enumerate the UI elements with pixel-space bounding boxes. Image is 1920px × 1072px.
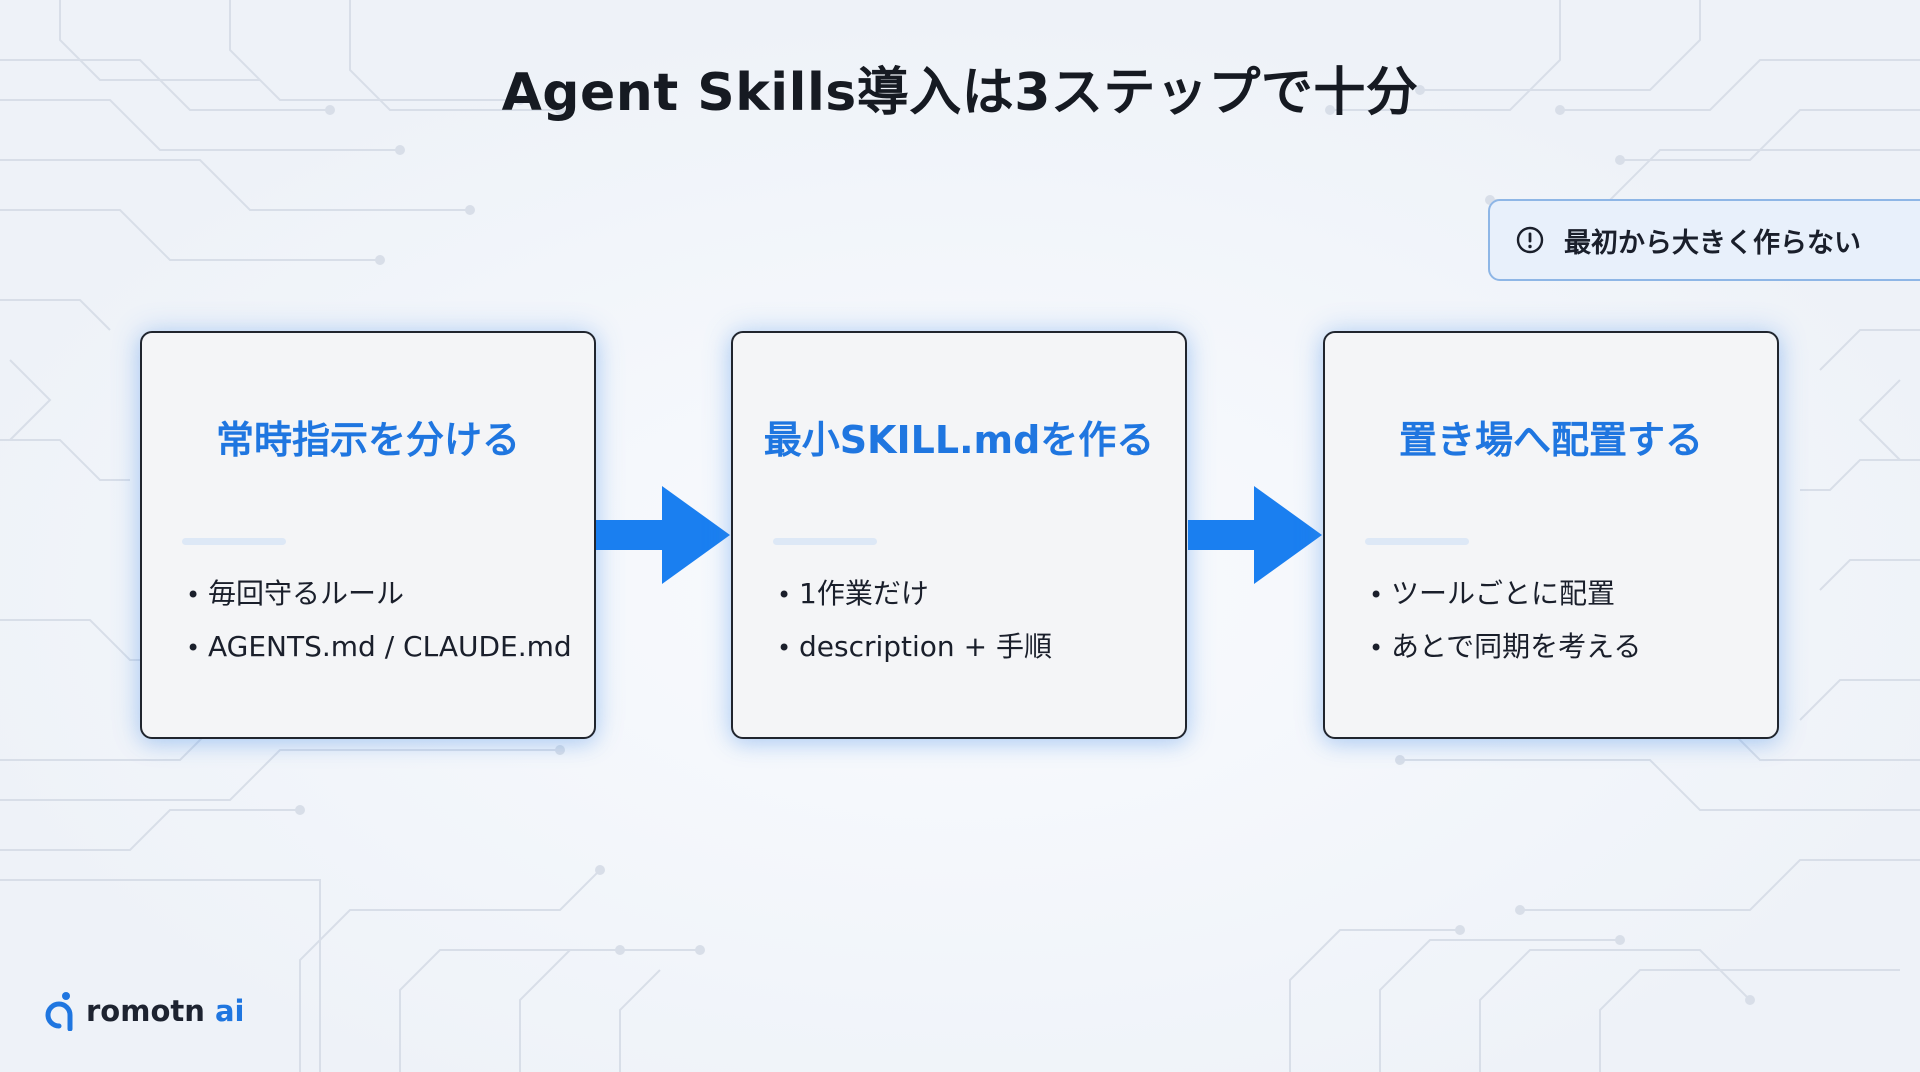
step-card-1: 常時指示を分ける 毎回守るルール AGENTS.md / CLAUDE.md bbox=[140, 331, 596, 739]
bullet-item: あとで同期を考える bbox=[1369, 621, 1641, 674]
bullet-item: description + 手順 bbox=[777, 621, 1052, 674]
tip-callout: 最初から大きく作らない bbox=[1488, 199, 1920, 281]
bullet-item: ツールごとに配置 bbox=[1369, 568, 1641, 621]
step-title: 置き場へ配置する bbox=[1398, 418, 1703, 462]
bullet-item: 毎回守るルール bbox=[186, 568, 572, 621]
divider bbox=[773, 538, 877, 545]
divider bbox=[182, 538, 286, 545]
logo-name: romotn bbox=[86, 994, 205, 1028]
bullet-list: 1作業だけ description + 手順 bbox=[777, 568, 1052, 674]
step-title: 最小SKILL.mdを作る bbox=[763, 418, 1155, 462]
arrow-right-icon bbox=[596, 486, 730, 584]
bullet-list: 毎回守るルール AGENTS.md / CLAUDE.md bbox=[186, 568, 572, 674]
step-card-2: 最小SKILL.mdを作る 1作業だけ description + 手順 bbox=[731, 331, 1187, 739]
callout-text: 最初から大きく作らない bbox=[1564, 227, 1861, 259]
exclamation-circle-icon bbox=[1516, 226, 1544, 254]
step-card-3: 置き場へ配置する ツールごとに配置 あとで同期を考える bbox=[1323, 331, 1779, 739]
page-title: Agent Skills導入は3ステップで十分 bbox=[501, 63, 1419, 123]
logo-suffix: ai bbox=[214, 994, 245, 1028]
logo-icon bbox=[45, 992, 73, 1031]
bullet-item: 1作業だけ bbox=[777, 568, 1052, 621]
logo-text: romotn ai bbox=[86, 994, 245, 1028]
brand-logo: romotn ai bbox=[44, 988, 245, 1034]
divider bbox=[1365, 538, 1469, 545]
bullet-list: ツールごとに配置 あとで同期を考える bbox=[1369, 568, 1641, 674]
arrow-right-icon bbox=[1188, 486, 1322, 584]
bullet-item: AGENTS.md / CLAUDE.md bbox=[186, 621, 572, 674]
step-title: 常時指示を分ける bbox=[215, 418, 520, 462]
